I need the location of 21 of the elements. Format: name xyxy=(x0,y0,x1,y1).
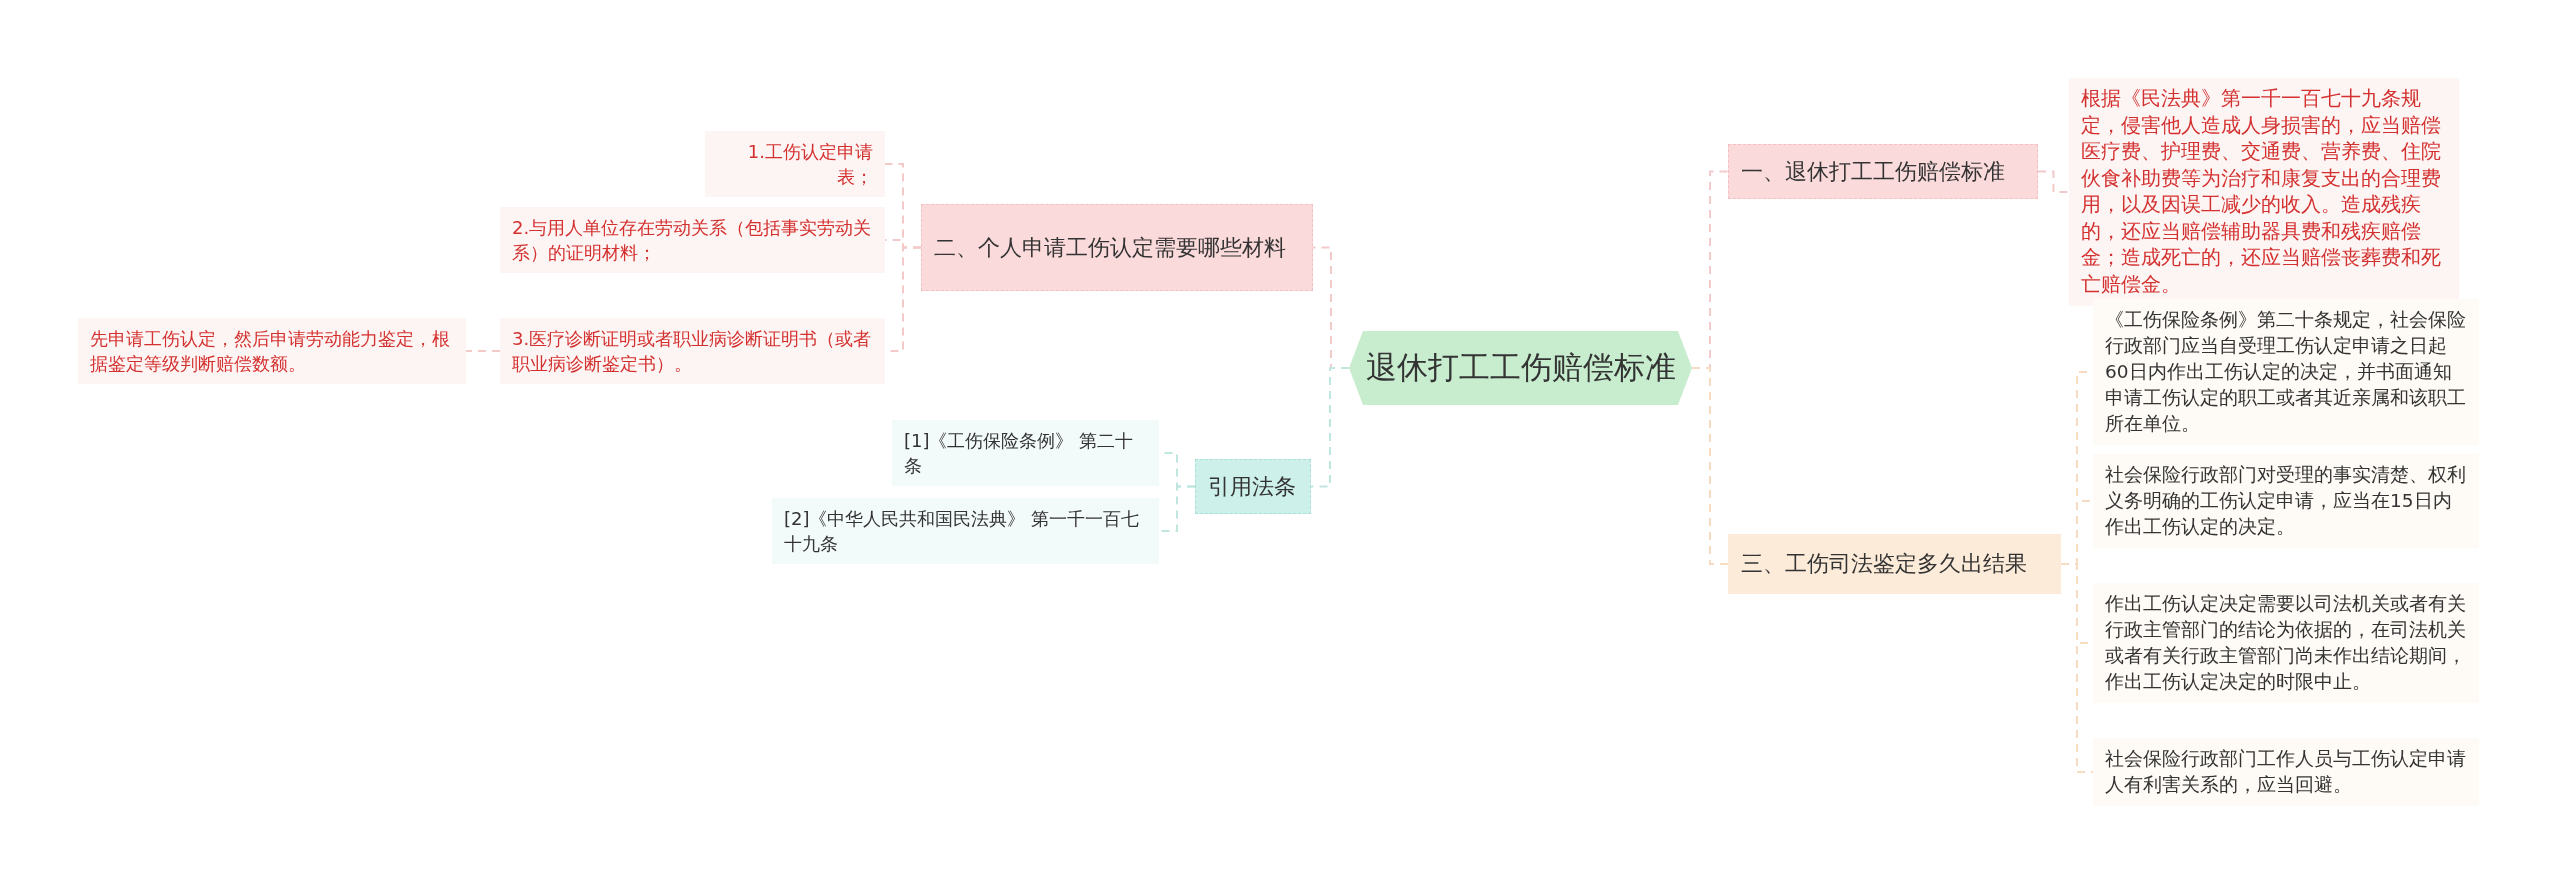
note-box: 根据《民法典》第一千一百七十九条规定，侵害他人造成人身损害的，应当赔偿医疗费、护理费、交通费、营养费、住院伙食补助费等为治疗和康复支出的合理费用，以及因误工减少的收入。造成残疾的，还应当赔偿辅助器具费和残疾赔偿金；造成死亡的，还应当赔偿丧葬费和死亡赔偿金。 xyxy=(2069,78,2459,306)
note-box: [1]《工伤保险条例》 第二十条 xyxy=(892,420,1159,486)
connector-line xyxy=(1310,367,1350,488)
note-box: 1.工伤认定申请表； xyxy=(705,131,885,197)
connector-line xyxy=(2037,170,2070,193)
topic-box: 二、个人申请工伤认定需要哪些材料 xyxy=(921,204,1313,291)
note-box: 社会保险行政部门工作人员与工伤认定申请人有利害关系的，应当回避。 xyxy=(2093,738,2479,806)
note-box: 作出工伤认定决定需要以司法机关或者有关行政主管部门的结论为依据的，在司法机关或者有关行政主管部门尚未作出结论期间，作出工伤认定决定的时限中止。 xyxy=(2093,583,2479,703)
central-topic-hexagon: 退休打工工伤赔偿标准 xyxy=(1349,331,1692,405)
topic-box: 引用法条 xyxy=(1195,459,1311,514)
note-box: [2]《中华人民共和国民法典》 第一千一百七十九条 xyxy=(772,498,1159,564)
note-box: 3.医疗诊断证明或者职业病诊断证明书（或者职业病诊断鉴定书）。 xyxy=(500,318,885,384)
topic-box: 一、退休打工工伤赔偿标准 xyxy=(1728,144,2038,199)
note-box: 社会保险行政部门对受理的事实清楚、权利义务明确的工伤认定申请，应当在15日内作出工伤认定的决定。 xyxy=(2093,454,2479,548)
connector-line xyxy=(2060,563,2094,773)
note-box: 先申请工伤认定，然后申请劳动能力鉴定，根据鉴定等级判断赔偿数额。 xyxy=(78,318,466,384)
connector-line xyxy=(465,350,501,352)
topic-box: 三、工伤司法鉴定多久出结果 xyxy=(1728,534,2061,594)
note-box: 2.与用人单位存在劳动关系（包括事实劳动关系）的证明材料； xyxy=(500,207,885,273)
note-box: 《工伤保险条例》第二十条规定，社会保险行政部门应当自受理工伤认定申请之日起60日内作出工伤认定的决定，并书面通知申请工伤认定的职工或者其近亲属和该职工所在单位。 xyxy=(2093,299,2479,445)
connector-line xyxy=(1691,367,1729,565)
